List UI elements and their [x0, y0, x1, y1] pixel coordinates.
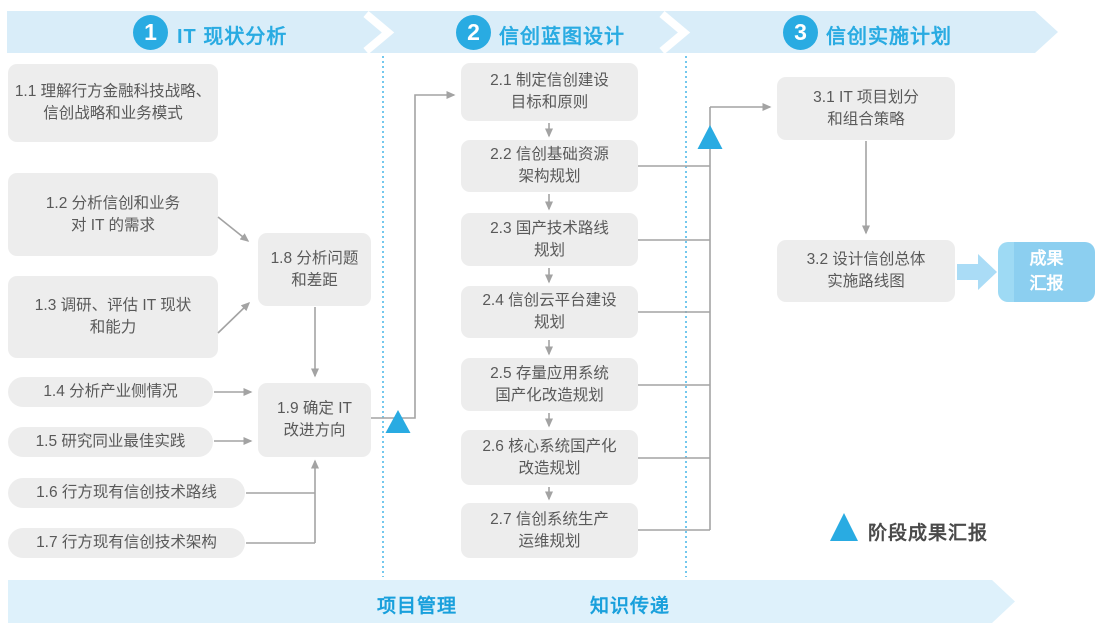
block-arrow-to-deliverable-icon [957, 254, 997, 290]
flow-box-2-3: 2.3 国产技术路线 规划 [461, 213, 638, 266]
flow-box-1-5: 1.5 研究同业最佳实践 [8, 427, 213, 457]
footer-item-knowledge-transfer: 知识传递 [590, 596, 671, 617]
phase-1-title: IT 现状分析 [177, 26, 288, 48]
footer-band [8, 580, 1015, 623]
phase-header-band [7, 11, 1058, 53]
flow-box-1-3: 1.3 调研、评估 IT 现状 和能力 [8, 276, 218, 358]
phase-1-number: 1 [144, 19, 157, 45]
flow-box-3-2: 3.2 设计信创总体 实施路线图 [777, 240, 955, 302]
phase1-connectors [214, 91, 456, 544]
flow-box-2-2: 2.2 信创基础资源 架构规划 [461, 140, 638, 192]
flow-box-1-8: 1.8 分析问题 和差距 [258, 233, 371, 306]
phase-2-number: 2 [467, 19, 480, 45]
flow-box-1-2: 1.2 分析信创和业务 对 IT 的需求 [8, 173, 218, 256]
flow-box-2-6: 2.6 核心系统国产化 改造规划 [461, 430, 638, 485]
phase-2-title: 信创蓝图设计 [499, 26, 625, 48]
flow-box-1-9: 1.9 确定 IT 改进方向 [258, 383, 371, 457]
connector-1-9-to-2-1 [371, 91, 456, 419]
flow-box-2-7: 2.7 信创系统生产 运维规划 [461, 503, 638, 558]
flow-box-1-7: 1.7 行方现有信创技术架构 [8, 528, 245, 558]
flow-box-2-4: 2.4 信创云平台建设 规划 [461, 286, 638, 338]
flow-box-1-6: 1.6 行方现有信创技术路线 [8, 478, 245, 508]
flow-box-1-1: 1.1 理解行方金融科技战略、 信创战略和业务模式 [8, 64, 218, 142]
phase-3-number-badge: 3 [783, 15, 818, 50]
flow-box-1-4: 1.4 分析产业侧情况 [8, 377, 213, 407]
phase-3-number: 3 [794, 19, 807, 45]
flow-box-3-1: 3.1 IT 项目划分 和组合策略 [777, 77, 955, 140]
legend-triangle-icon [830, 513, 858, 541]
milestone-triangle-phase1-icon [385, 410, 411, 433]
phase-3-title: 信创实施计划 [826, 26, 952, 48]
connector-1-3-to-1-8 [217, 301, 251, 334]
footer-item-project-management: 项目管理 [377, 596, 458, 617]
milestone-triangle-phase2-icon [697, 125, 723, 149]
flow-box-2-1: 2.1 制定信创建设 目标和原则 [461, 63, 638, 121]
phase-1-number-badge: 1 [133, 15, 168, 50]
flow-box-2-5: 2.5 存量应用系统 国产化改造规划 [461, 358, 638, 411]
phase-2-number-badge: 2 [456, 15, 491, 50]
collector-connectors [638, 103, 870, 531]
deliverable-report-box: 成果 汇报 [998, 242, 1095, 302]
legend-label: 阶段成果汇报 [868, 523, 989, 544]
connector-1-2-to-1-8 [217, 216, 250, 242]
